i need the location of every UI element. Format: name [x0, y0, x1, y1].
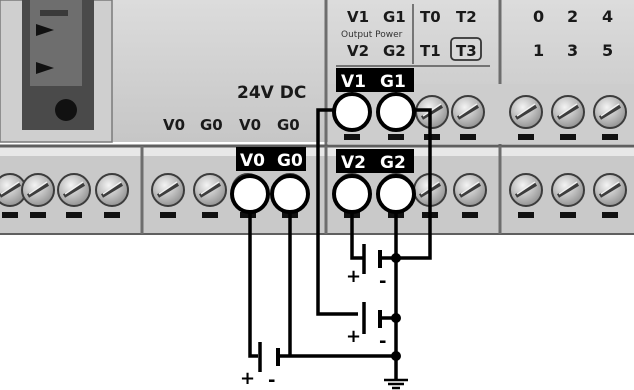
header-label: V1	[347, 8, 369, 26]
terminal-screw-icon	[151, 173, 185, 218]
callout-label-v0: V0	[240, 151, 265, 171]
terminal-screw-icon	[57, 173, 91, 218]
terminal-screw-icon	[551, 95, 585, 140]
ground-icon	[384, 378, 408, 390]
output-power-label: Output Power	[341, 30, 403, 40]
header-label: T2	[456, 8, 477, 26]
header-label: T3	[456, 42, 477, 60]
battery-minus: -	[379, 331, 386, 352]
digit-label: 2	[567, 7, 578, 26]
supply-terminal-labels: V0 G0 V0 G0	[163, 116, 300, 134]
callout-terminal-v0	[230, 174, 270, 214]
wire-v2	[350, 210, 364, 260]
digit-label: 4	[602, 7, 613, 26]
battery-plus: +	[346, 326, 361, 347]
header-labels: V1 G1 T0 T2 V2 G2 T1	[347, 8, 477, 60]
battery-plus: +	[240, 368, 255, 389]
battery-icon	[362, 244, 396, 274]
battery-minus: -	[379, 271, 386, 292]
t3-label-box	[450, 37, 482, 61]
wire-v0	[248, 210, 258, 358]
wire-g1	[396, 108, 432, 260]
battery-plus: +	[346, 266, 361, 287]
callout-label-box	[336, 149, 414, 173]
supply-terminal-label: V0	[239, 116, 261, 134]
terminal-screw-icon	[415, 95, 449, 140]
callout-label-box	[336, 68, 414, 92]
junction-dot	[391, 351, 401, 361]
junctions	[391, 253, 401, 361]
header-label: T0	[420, 8, 441, 26]
terminal-screw-icon	[0, 173, 27, 218]
callout-label-g2: G2	[380, 153, 406, 173]
terminal-screw-icon	[451, 95, 485, 140]
supply-terminal-label: V0	[163, 116, 185, 134]
terminal-screw-icon	[509, 95, 543, 140]
right-digits: 0 2 4 1 3 5	[533, 7, 613, 60]
terminal-screw-icon	[593, 95, 627, 140]
callout-label-g1: G1	[380, 72, 406, 92]
digit-label: 5	[602, 41, 613, 60]
header-label: G1	[383, 8, 406, 26]
power-plug-icon	[22, 0, 94, 130]
callout-label-v1: V1	[341, 72, 366, 92]
terminal-screw-icon	[95, 173, 129, 218]
supply-terminal-label: G0	[200, 116, 223, 134]
supply-terminal-label: G0	[277, 116, 300, 134]
callout-terminal-g0	[270, 174, 310, 214]
header-label: V2	[347, 42, 369, 60]
wire-g0	[280, 210, 396, 358]
terminal-screw-icon	[453, 173, 487, 218]
header-label: T1	[420, 42, 441, 60]
wire-v1	[316, 108, 358, 316]
terminal-screw-icon	[21, 173, 55, 218]
callout-terminal-v1	[332, 92, 372, 132]
callout-label-v2: V2	[341, 153, 366, 173]
supply-label: 24V DC	[237, 83, 306, 103]
callout-terminal-v2	[332, 174, 372, 214]
terminal-screw-icon	[551, 173, 585, 218]
battery-icon	[258, 342, 280, 372]
callout-label-box	[236, 147, 306, 171]
header-label: G2	[383, 42, 406, 60]
junction-dot	[391, 313, 401, 323]
callout-terminal-g1	[376, 92, 416, 132]
digit-label: 3	[567, 41, 578, 60]
terminal-screw-icon	[593, 173, 627, 218]
terminal-screw-icon	[193, 173, 227, 218]
callout-terminal-g2	[376, 174, 416, 214]
digit-label: 1	[533, 41, 544, 60]
digit-label: 0	[533, 7, 544, 26]
battery-minus: -	[268, 370, 275, 390]
callout-label-g0: G0	[277, 151, 303, 171]
terminal-screw-icon	[509, 173, 543, 218]
battery-icon	[362, 302, 382, 334]
